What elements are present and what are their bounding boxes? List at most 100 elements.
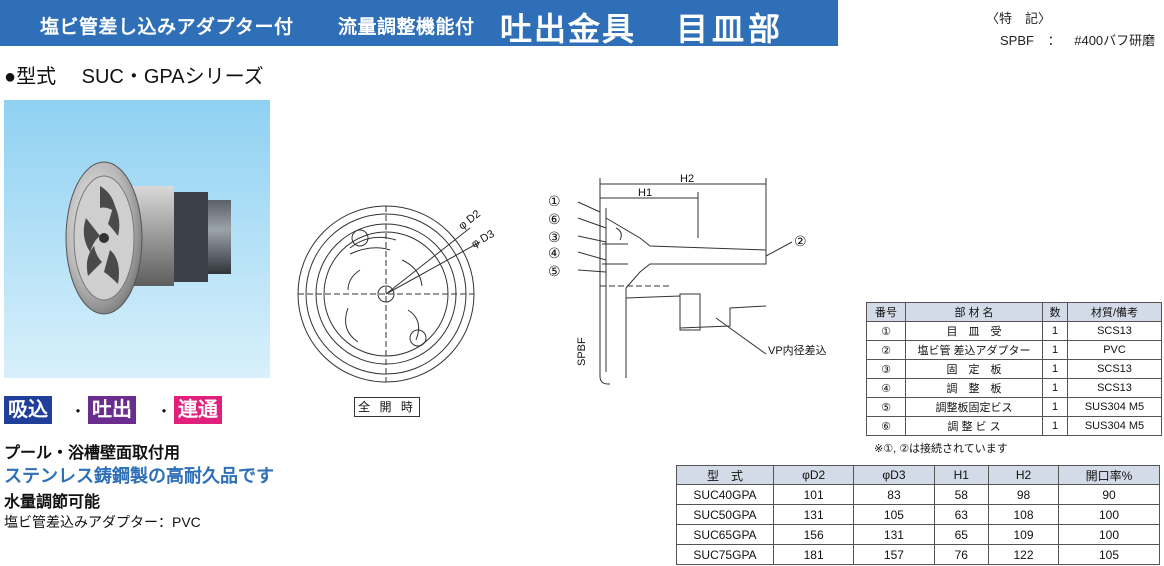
table-cell: SUS304 M5 (1067, 416, 1162, 436)
tag-discharge: 吐出 (88, 396, 136, 424)
header-title-b: 目皿部 (676, 11, 785, 47)
front-dim-d3: φ D3 (470, 228, 497, 251)
table-cell: 1 (1042, 340, 1068, 360)
table-cell: 1 (1042, 378, 1068, 398)
spec-header-d3: φD3 (853, 465, 935, 485)
header-subtitle-a: 塩ビ管差し込みアダプター付 (40, 17, 294, 38)
features-heading: 〈特 記〉 (986, 11, 1052, 26)
section-view-drawing: H2 H1 ① ⑥ ③ ④ ⑤ ② SPBF VP内径差込 (540, 168, 850, 398)
spec-header-h2: H2 (987, 465, 1060, 485)
table-cell: 1 (1042, 359, 1068, 379)
table-cell: 131 (772, 504, 855, 525)
spec-header-opening: 開口率% (1058, 465, 1160, 485)
table-cell: 目 皿 受 (905, 321, 1043, 341)
spec-header-model: 型 式 (676, 465, 774, 485)
table-cell: 1 (1042, 321, 1068, 341)
model-line: ●型式 SUC・GPAシリーズ (4, 66, 264, 88)
parts-note: ※①, ②は接続されています (874, 443, 1008, 455)
table-cell: ⑤ (866, 397, 906, 417)
table-cell: ② (866, 340, 906, 360)
table-cell: SUC65GPA (676, 524, 774, 545)
table-cell: 122 (987, 544, 1060, 565)
table-cell: 101 (772, 484, 855, 505)
table-cell: ① (866, 321, 906, 341)
parts-header-name: 部 材 名 (905, 302, 1043, 322)
dim-h2: H2 (680, 173, 694, 185)
table-cell: SCS13 (1067, 378, 1162, 398)
table-cell: 109 (987, 524, 1060, 545)
table-cell: 98 (987, 484, 1060, 505)
callout-2: ② (794, 234, 807, 250)
callout-5: ⑤ (548, 264, 561, 280)
desc-adapter: 塩ビ管差込みアダプター：PVC (4, 514, 201, 530)
spec-header-h1: H1 (933, 465, 989, 485)
table-cell: 157 (853, 544, 935, 565)
table-cell: 105 (1058, 544, 1160, 565)
callout-3: ③ (548, 230, 561, 246)
parts-header-no: 番号 (866, 302, 906, 322)
dim-h1: H1 (638, 187, 652, 199)
callout-1: ① (548, 194, 561, 210)
features-separator: ： (1047, 33, 1061, 48)
table-cell: 90 (1058, 484, 1160, 505)
header-banner: 塩ビ管差し込みアダプター付 流量調整機能付 吐出金具 目皿部 (0, 0, 838, 47)
table-cell: 100 (1058, 524, 1160, 545)
table-cell: 131 (853, 524, 935, 545)
table-cell: 181 (772, 544, 855, 565)
front-view-drawing: φ D2 φ D3 (290, 200, 497, 420)
spbf-label: SPBF (576, 337, 588, 366)
table-cell: 108 (987, 504, 1060, 525)
callout-6: ⑥ (548, 212, 561, 228)
table-cell: 100 (1058, 504, 1160, 525)
tag-separator: ・ (156, 404, 173, 421)
header-subtitle-b: 流量調整機能付 (338, 17, 475, 38)
table-cell: 1 (1042, 416, 1068, 436)
parts-header-qty: 数 (1042, 302, 1068, 322)
table-cell: PVC (1067, 340, 1162, 360)
table-cell: SCS13 (1067, 359, 1162, 379)
header-title-a: 吐出金具 (500, 11, 637, 47)
spec-header-d2: φD2 (772, 465, 855, 485)
parts-table-header-row: 番号 部 材 名 数 材質/備考 (866, 302, 1162, 322)
callout-4: ④ (548, 246, 561, 262)
table-cell: 調 整 ビ ス (905, 416, 1043, 436)
table-cell: SUC40GPA (676, 484, 774, 505)
table-cell: 83 (853, 484, 935, 505)
table-cell: ④ (866, 378, 906, 398)
vp-label: VP内径差込 (768, 343, 827, 357)
features-code: SPBF (1000, 33, 1034, 48)
tag-suction: 吸込 (4, 396, 52, 424)
table-cell: 塩ビ管 差込アダプター (905, 340, 1043, 360)
desc-material: ステンレス鋳鋼製の高耐久品です (4, 466, 274, 486)
table-cell: ③ (866, 359, 906, 379)
table-cell: ⑥ (866, 416, 906, 436)
table-cell: 156 (772, 524, 855, 545)
table-cell: 105 (853, 504, 935, 525)
front-view-label: 全 開 時 (354, 397, 420, 417)
parts-header-material: 材質/備考 (1067, 302, 1162, 322)
table-cell: 63 (933, 504, 989, 525)
table-cell: 1 (1042, 397, 1068, 417)
desc-usage: プール・浴槽壁面取付用 (4, 445, 181, 462)
desc-adjustable: 水量調節可能 (4, 494, 101, 511)
tag-connect: 連通 (174, 396, 222, 424)
features-row: SPBF ： #400バフ研磨 (1000, 30, 1155, 49)
tag-separator: ・ (70, 404, 87, 421)
table-cell: 固 定 板 (905, 359, 1043, 379)
table-cell: SCS13 (1067, 321, 1162, 341)
table-cell: 76 (933, 544, 989, 565)
table-cell: 調 整 板 (905, 378, 1043, 398)
product-photo (4, 100, 270, 378)
